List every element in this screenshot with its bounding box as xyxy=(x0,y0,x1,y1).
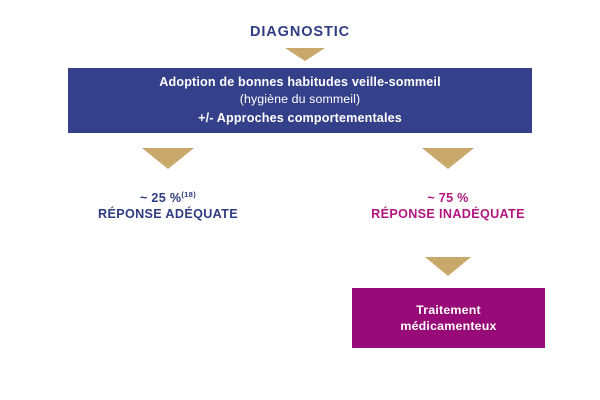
branch-adequate: ~ 25 %(18) RÉPONSE ADÉQUATE xyxy=(53,190,283,223)
outcome-box: Traitement médicamenteux xyxy=(352,288,545,348)
outcome-box-line-2: médicamenteux xyxy=(400,319,497,333)
branch-adequate-reference: (18) xyxy=(181,189,197,199)
intervention-box: Adoption de bonnes habitudes veille-somm… xyxy=(68,68,532,133)
intervention-box-line-3: +/- Approches comportementales xyxy=(198,111,402,125)
branch-inadequate-percent: ~ 75 % xyxy=(333,190,563,206)
branch-inadequate: ~ 75 % RÉPONSE INADÉQUATE xyxy=(333,190,563,223)
branch-inadequate-percent-value: ~ 75 % xyxy=(427,191,469,205)
branch-inadequate-label: RÉPONSE INADÉQUATE xyxy=(371,207,525,221)
branch-adequate-percent: ~ 25 %(18) xyxy=(53,190,283,206)
intervention-box-line-1: Adoption de bonnes habitudes veille-somm… xyxy=(159,75,441,89)
arrow-down-icon-title xyxy=(285,48,325,61)
arrow-down-icon-inadequate-branch xyxy=(422,148,474,169)
arrow-down-icon-adequate-branch xyxy=(142,148,194,169)
intervention-box-line-2: (hygiène du sommeil) xyxy=(239,92,361,106)
outcome-box-line-1: Traitement xyxy=(416,303,481,317)
page-title: DIAGNOSTIC xyxy=(249,24,351,40)
branch-adequate-label: RÉPONSE ADÉQUATE xyxy=(98,207,238,221)
arrow-down-icon-treatment xyxy=(425,257,471,276)
branch-adequate-percent-value: ~ 25 % xyxy=(139,191,182,205)
